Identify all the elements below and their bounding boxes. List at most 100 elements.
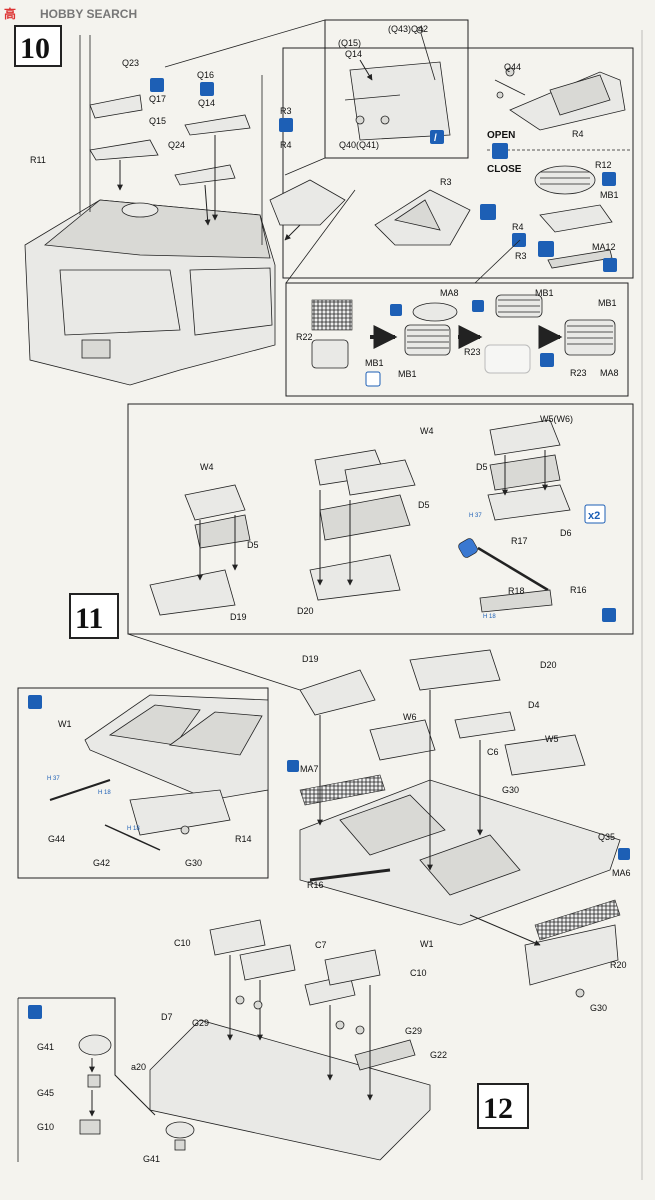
- hull-step10: [24, 35, 346, 386]
- label-g29-b: G29: [405, 1026, 422, 1036]
- inset-q42-frame: [324, 19, 469, 159]
- label-d6: D6: [560, 528, 572, 538]
- inset-mb1-frame: [285, 282, 629, 397]
- label-d20-a: D20: [297, 606, 314, 616]
- label-d7: D7: [161, 1012, 173, 1022]
- svg-text:/: /: [434, 133, 437, 144]
- label-w5: W5: [545, 734, 559, 744]
- step-10-box: [14, 25, 62, 67]
- label-r23: R23: [464, 347, 481, 357]
- label-d5-a: D5: [247, 540, 259, 550]
- label-q24: Q24: [168, 140, 185, 150]
- label-g10: G10: [37, 1122, 54, 1132]
- label-q16: Q16: [197, 70, 214, 80]
- label-q40-q41: Q40(Q41): [339, 140, 379, 150]
- label-q43-q42: (Q43)Q42: [388, 24, 428, 34]
- label-q14-main: Q14: [198, 98, 215, 108]
- step-12-section: W1 G44 R14 G42 G30 H 37 H 18 H 18 D19: [17, 649, 631, 1164]
- inset-w1-parts: [49, 694, 269, 851]
- label-r16-a: R16: [570, 585, 587, 595]
- step-10-number: 10: [20, 32, 50, 65]
- label-c10-b: C10: [410, 968, 427, 978]
- inset-open-close-frame: [282, 47, 634, 279]
- open-close-icon: [492, 143, 508, 159]
- watermark: 高 HOBBY SEARCH: [4, 6, 137, 21]
- label-r3-mid: R3: [515, 251, 527, 261]
- hull-step12: [299, 649, 621, 986]
- label-mb1-top: MB1: [600, 190, 619, 200]
- label-open: OPEN: [487, 130, 515, 141]
- label-g30-b: G30: [590, 1003, 607, 1013]
- label-q35: Q35: [598, 832, 615, 842]
- label-x2: x2: [588, 510, 600, 522]
- step-10-section: 10 (Q43)Q42 (Q15) Q14 Q40(Q41) / Q4: [14, 19, 634, 397]
- label-r4-main: R4: [280, 140, 292, 150]
- label-close: CLOSE: [487, 164, 522, 175]
- label-r17: R17: [511, 536, 528, 546]
- label-d5-b: D5: [418, 500, 430, 510]
- inset-g41: [17, 997, 195, 1162]
- label-d20-b: D20: [540, 660, 557, 670]
- label-q15: (Q15): [338, 38, 361, 48]
- step11-assembly-a: [149, 484, 251, 616]
- label-r4-top: R4: [572, 129, 584, 139]
- label-ma12: MA12: [592, 242, 616, 252]
- label-mb1-d: MB1: [365, 358, 384, 368]
- label-mb1-b: MB1: [535, 288, 554, 298]
- label-r12: R12: [595, 160, 612, 170]
- label-d19-a: D19: [230, 612, 247, 622]
- label-r22: R22: [296, 332, 313, 342]
- label-w6: W6: [403, 712, 417, 722]
- step-11-section: 11 W4 D5 D19 W4 D5 D20: [69, 403, 634, 691]
- label-mb1-e: MB1: [398, 369, 417, 379]
- label-g30-a: G30: [502, 785, 519, 795]
- inset-mb1-parts: [311, 294, 616, 387]
- label-r20: R20: [610, 960, 627, 970]
- svg-text:H 18: H 18: [98, 790, 111, 796]
- label-c6: C6: [487, 747, 499, 757]
- label-r14: R14: [235, 834, 252, 844]
- label-q15-main: Q15: [149, 116, 166, 126]
- label-r4-mid: R4: [512, 222, 524, 232]
- label-g42: G42: [93, 858, 110, 868]
- label-c10-a: C10: [174, 938, 191, 948]
- label-ma8-b: MA8: [600, 368, 619, 378]
- label-g44: G44: [48, 834, 65, 844]
- step-12-box: [477, 1083, 529, 1129]
- step-11-frame: [127, 403, 634, 635]
- svg-text:H 18: H 18: [483, 614, 496, 620]
- watermark-prefix: 高: [4, 6, 16, 21]
- label-r18: R18: [508, 586, 525, 596]
- step-11-number: 11: [75, 602, 103, 635]
- label-q14-inset: Q14: [345, 49, 362, 59]
- label-ma8: MA8: [440, 288, 459, 298]
- label-g29-a: G29: [192, 1018, 209, 1028]
- glue-icon: [430, 130, 444, 144]
- step11-assembly-c: [458, 419, 571, 613]
- step11-assembly-b: [309, 449, 416, 601]
- step-11-box: [69, 593, 119, 639]
- remove-icon: [540, 353, 554, 367]
- label-d4: D4: [528, 700, 540, 710]
- label-r16-b: R16: [307, 880, 324, 890]
- step-12-number: 12: [483, 1092, 513, 1125]
- drill-icon: [538, 241, 554, 257]
- inset-open-parts: [494, 67, 626, 131]
- label-ma6: MA6: [612, 868, 631, 878]
- quantity-badge: [584, 504, 606, 524]
- label-q44: Q44: [504, 62, 521, 72]
- label-r23-b: R23: [570, 368, 587, 378]
- inset-q42-parts: [344, 26, 451, 141]
- label-g22: G22: [430, 1050, 447, 1060]
- label-w1-inset: W1: [58, 719, 72, 729]
- optional-icon: [602, 172, 616, 186]
- watermark-brand: HOBBY SEARCH: [40, 7, 137, 21]
- label-r11: R11: [30, 155, 46, 165]
- label-w5-w6: W5(W6): [540, 414, 573, 424]
- label-r3-inset: R3: [440, 177, 452, 187]
- label-a20: a20: [131, 1062, 146, 1072]
- label-g30-inset: G30: [185, 858, 202, 868]
- label-d19-b: D19: [302, 654, 319, 664]
- label-q23: Q23: [122, 58, 139, 68]
